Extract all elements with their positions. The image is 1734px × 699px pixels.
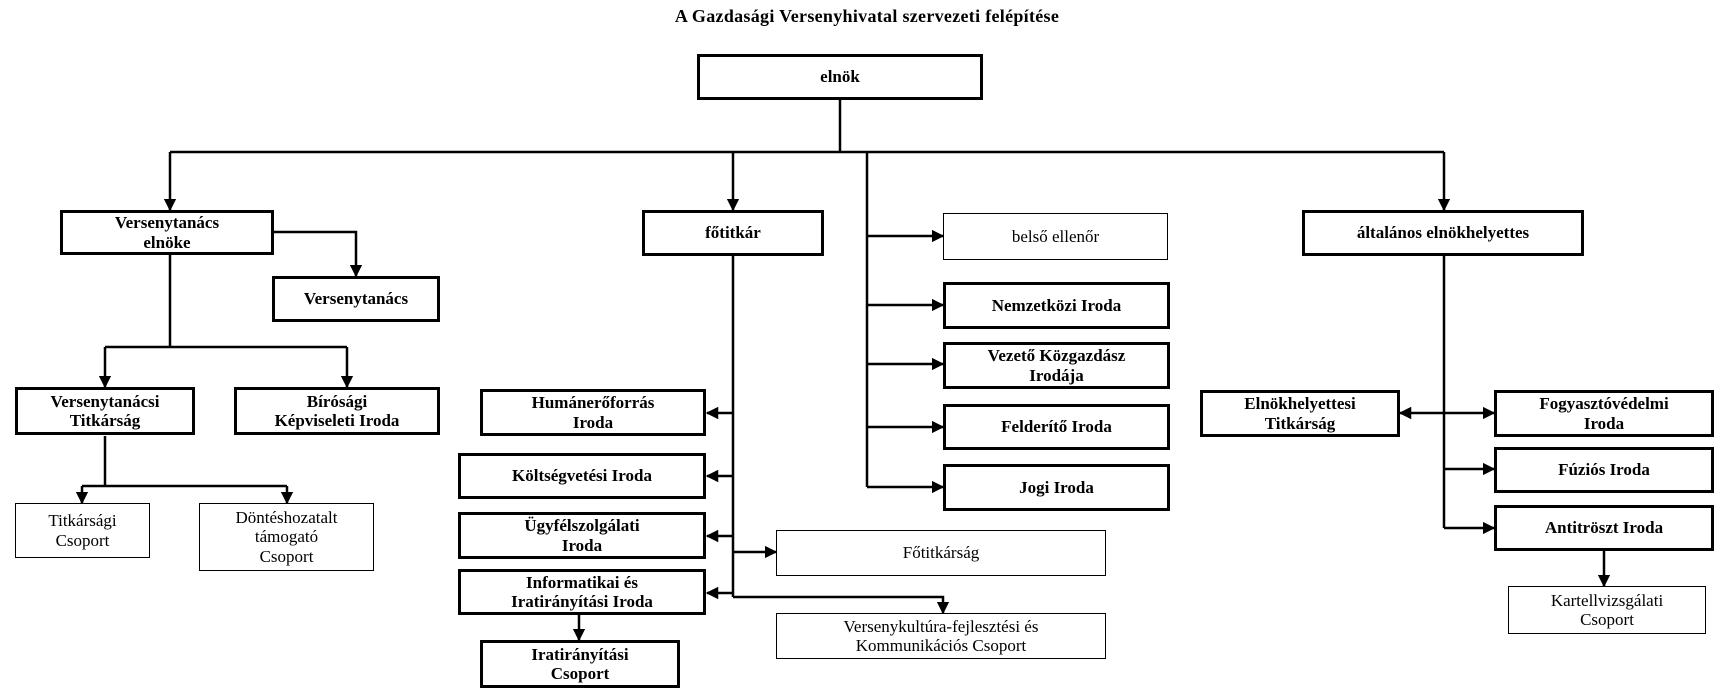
node-koltsegvetesi-iroda: Költségvetési Iroda	[458, 453, 706, 499]
node-versenykultura-csoport: Versenykultúra-fejlesztési és Kommunikác…	[776, 613, 1106, 659]
node-fuzios-iroda: Fúziós Iroda	[1494, 447, 1714, 493]
node-jogi-iroda: Jogi Iroda	[943, 464, 1170, 511]
node-kartellvizsgalati-csoport: Kartellvizsgálati Csoport	[1508, 586, 1706, 634]
node-nemzetkozi-iroda: Nemzetközi Iroda	[943, 282, 1170, 329]
node-belso-ellenor: belső ellenőr	[943, 213, 1168, 260]
node-ugyfelszolgalati-iroda: Ügyfélszolgálati Iroda	[458, 512, 706, 559]
node-versenytanacs-elnoke: Versenytanács elnöke	[60, 210, 274, 255]
node-informatikai-iroda: Informatikai és Iratirányítási Iroda	[458, 569, 706, 615]
node-fotitkar: főtitkár	[642, 210, 824, 256]
arrow-to-versenytanacs	[273, 230, 363, 278]
node-antitroszt-iroda: Antitröszt Iroda	[1494, 505, 1714, 551]
node-fotitkarsag: Főtitkárság	[776, 530, 1106, 576]
node-vezeto-kozgazdasz-irodaja: Vezető Közgazdász Irodája	[943, 342, 1170, 389]
node-elnok: elnök	[697, 54, 983, 100]
node-titkarsagi-csoport: Titkársági Csoport	[15, 503, 150, 558]
node-versenytanacs: Versenytanács	[272, 276, 440, 322]
node-birosagi-kepviseleti-iroda: Bírósági Képviseleti Iroda	[234, 387, 440, 435]
node-felderito-iroda: Felderítő Iroda	[943, 404, 1170, 450]
node-versenytanacsi-titkarsag: Versenytanácsi Titkárság	[15, 387, 195, 435]
node-donteshozatalt-tamogato-csoport: Döntéshozatalt támogató Csoport	[199, 503, 374, 571]
node-fogyasztovedelmi-iroda: Fogyasztóvédelmi Iroda	[1494, 390, 1714, 437]
arrow-to-versenykultura	[733, 595, 950, 615]
node-iratiranyitasi-csoport: Iratirányítási Csoport	[480, 640, 680, 688]
node-altalanos-elnokhelyettes: általános elnökhelyettes	[1302, 210, 1584, 256]
node-humaneroforras-iroda: Humánerőforrás Iroda	[480, 389, 706, 436]
chart-title: A Gazdasági Versenyhivatal szervezeti fe…	[674, 6, 1060, 26]
node-elnokhelyettesi-titkarsag: Elnökhelyettesi Titkárság	[1200, 390, 1400, 437]
